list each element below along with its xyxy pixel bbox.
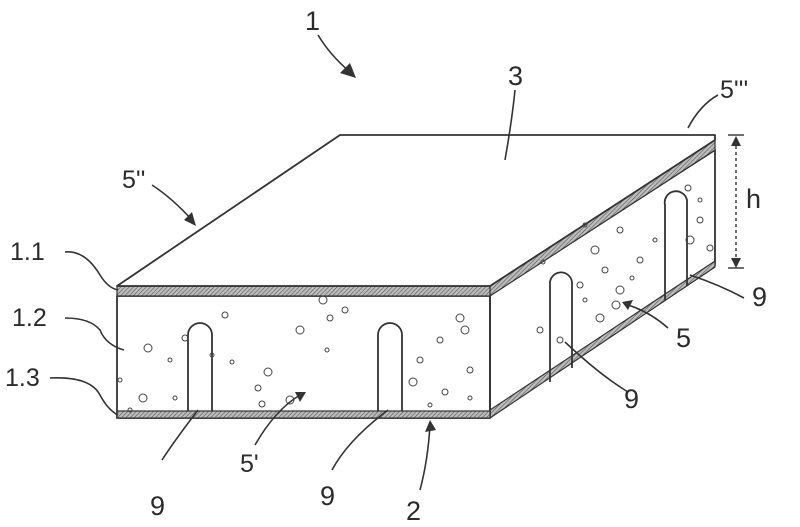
label-height: h — [746, 184, 761, 214]
pore — [611, 300, 621, 310]
pore — [181, 334, 189, 342]
label-5-triple: 5''' — [720, 76, 748, 104]
leader-assembly — [317, 34, 351, 73]
leader-5 — [627, 304, 669, 329]
pore — [209, 352, 215, 358]
pore — [685, 235, 695, 245]
pore — [556, 336, 564, 344]
pore — [696, 216, 704, 224]
channel-front-left — [187, 322, 213, 411]
leader-9-right-upper — [689, 274, 745, 299]
pore — [341, 306, 349, 314]
pore — [138, 393, 148, 403]
pore — [636, 256, 644, 264]
label-top-layer: 3 — [508, 61, 523, 91]
front-bottom-stripe — [116, 410, 491, 419]
leader-9-front-right — [331, 409, 389, 471]
top-face — [116, 134, 716, 287]
pores — [117, 184, 714, 413]
pore — [629, 275, 635, 281]
pore — [167, 357, 173, 363]
pore — [684, 184, 692, 192]
label-assembly: 1 — [305, 6, 320, 36]
leader-9-right-lower — [564, 341, 629, 393]
label-9-front-left: 9 — [150, 491, 165, 521]
leader-9-front-left — [161, 409, 199, 461]
pore — [697, 197, 703, 203]
label-9-right-upper: 9 — [752, 282, 767, 312]
pore — [172, 395, 178, 401]
pore — [455, 313, 465, 323]
pore — [540, 259, 546, 265]
label-5-double: 5'' — [122, 166, 145, 194]
pore — [258, 400, 266, 408]
label-5-prime: 5' — [240, 450, 259, 478]
pore — [590, 245, 600, 255]
front-top-stripe — [116, 285, 491, 297]
leader-5-prime — [254, 394, 301, 446]
pore — [326, 314, 334, 322]
pore — [441, 388, 449, 396]
pore — [436, 336, 444, 344]
leader-1-3 — [49, 377, 119, 416]
pore — [460, 325, 470, 335]
label-9-front-right: 9 — [320, 481, 335, 511]
pore — [652, 237, 658, 243]
channel-front-right — [377, 322, 403, 411]
label-1-1: 1.1 — [10, 238, 45, 266]
pore — [427, 402, 433, 408]
label-5: 5 — [676, 323, 691, 353]
pore — [616, 226, 624, 234]
label-bottom: 2 — [406, 496, 421, 526]
pore — [285, 395, 295, 405]
front-face — [116, 295, 491, 419]
pore — [117, 377, 123, 383]
pore — [127, 407, 133, 413]
pore — [615, 285, 625, 295]
pore — [582, 297, 588, 303]
pore — [467, 395, 473, 401]
arrow-assembly — [340, 63, 356, 78]
right-top-stripe — [489, 138, 716, 298]
pore — [536, 326, 544, 334]
pore — [582, 222, 588, 228]
channel-right-upper — [663, 190, 688, 300]
channel-right-lower — [549, 271, 573, 382]
pore — [143, 343, 153, 353]
pore — [318, 295, 328, 305]
pore — [595, 313, 605, 323]
label-9-right-lower: 9 — [624, 384, 639, 414]
label-1-2: 1.2 — [12, 304, 47, 332]
leader-5-triple — [687, 94, 719, 129]
pore — [416, 356, 424, 364]
pore — [576, 281, 584, 289]
pore — [706, 244, 714, 252]
pore — [221, 311, 229, 319]
pore — [466, 366, 474, 374]
label-1-3: 1.3 — [5, 364, 40, 392]
leader-5-double — [151, 184, 193, 221]
pore — [324, 347, 330, 353]
leader-1-1 — [64, 251, 119, 291]
pore — [263, 367, 273, 377]
pore — [601, 266, 609, 274]
pore — [229, 359, 235, 365]
height-dimension — [728, 134, 744, 269]
leader-1-2 — [64, 317, 125, 351]
leader-top-layer — [504, 89, 516, 161]
pore — [295, 325, 305, 335]
leader-bottom — [419, 424, 431, 491]
pore — [254, 384, 262, 392]
pore — [408, 377, 418, 387]
